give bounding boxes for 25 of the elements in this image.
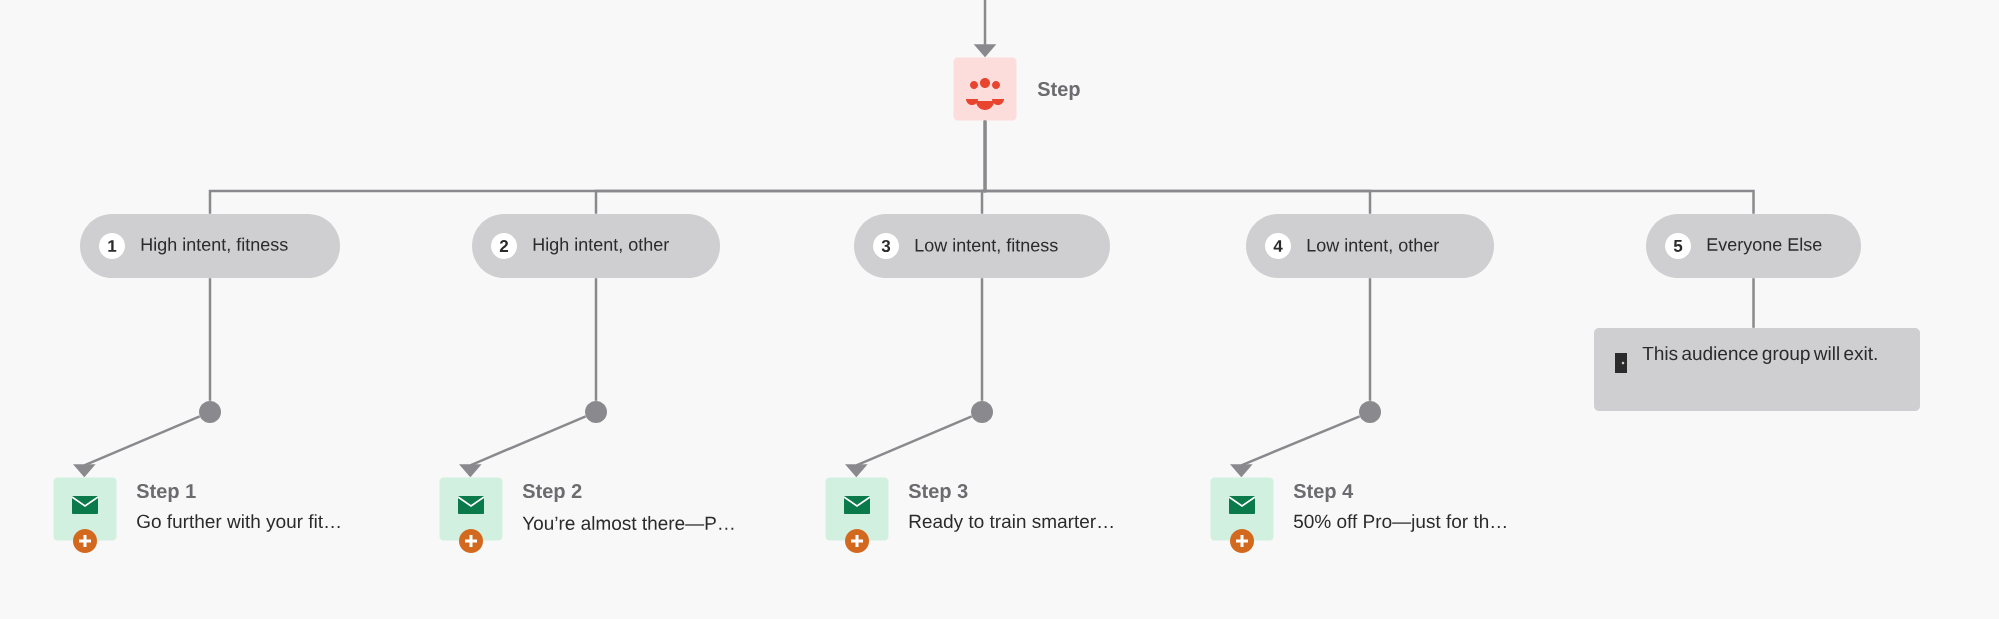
branch-pill: 2 High intent, other xyxy=(472,214,720,278)
step-description: Go further with your fit… xyxy=(137,514,340,532)
step-title: Step 2 xyxy=(522,483,582,503)
junction-dot xyxy=(585,401,607,423)
step-title: Step 1 xyxy=(136,483,196,503)
step-description: Ready to train smarter… xyxy=(909,514,1113,532)
connector-line xyxy=(208,278,212,401)
branch-pill: 5 Everyone Else xyxy=(1646,214,1861,278)
step-title: Step 4 xyxy=(1293,483,1354,503)
connector-line xyxy=(983,120,1755,214)
connector-line xyxy=(594,278,598,401)
junction-dot xyxy=(971,401,993,423)
step-description: 50% off Pro—just for th… xyxy=(1293,514,1506,532)
branch-pill: 3 Low intent, fitness xyxy=(854,214,1110,278)
exit-note-box: This audience group will exit. xyxy=(1594,328,1920,411)
branch-pill: 4 Low intent, other xyxy=(1246,214,1494,278)
step-title: Step 3 xyxy=(908,483,968,503)
branch-pill: 1 High intent, fitness xyxy=(80,214,340,278)
step-description: You’re almost there—P… xyxy=(522,516,734,530)
junction-dot xyxy=(199,401,221,423)
connector-line xyxy=(1752,278,1755,328)
connector-line xyxy=(980,278,984,401)
step-label: Step xyxy=(1037,81,1080,101)
junction-dot xyxy=(1359,401,1381,423)
connector-line xyxy=(1368,278,1372,401)
